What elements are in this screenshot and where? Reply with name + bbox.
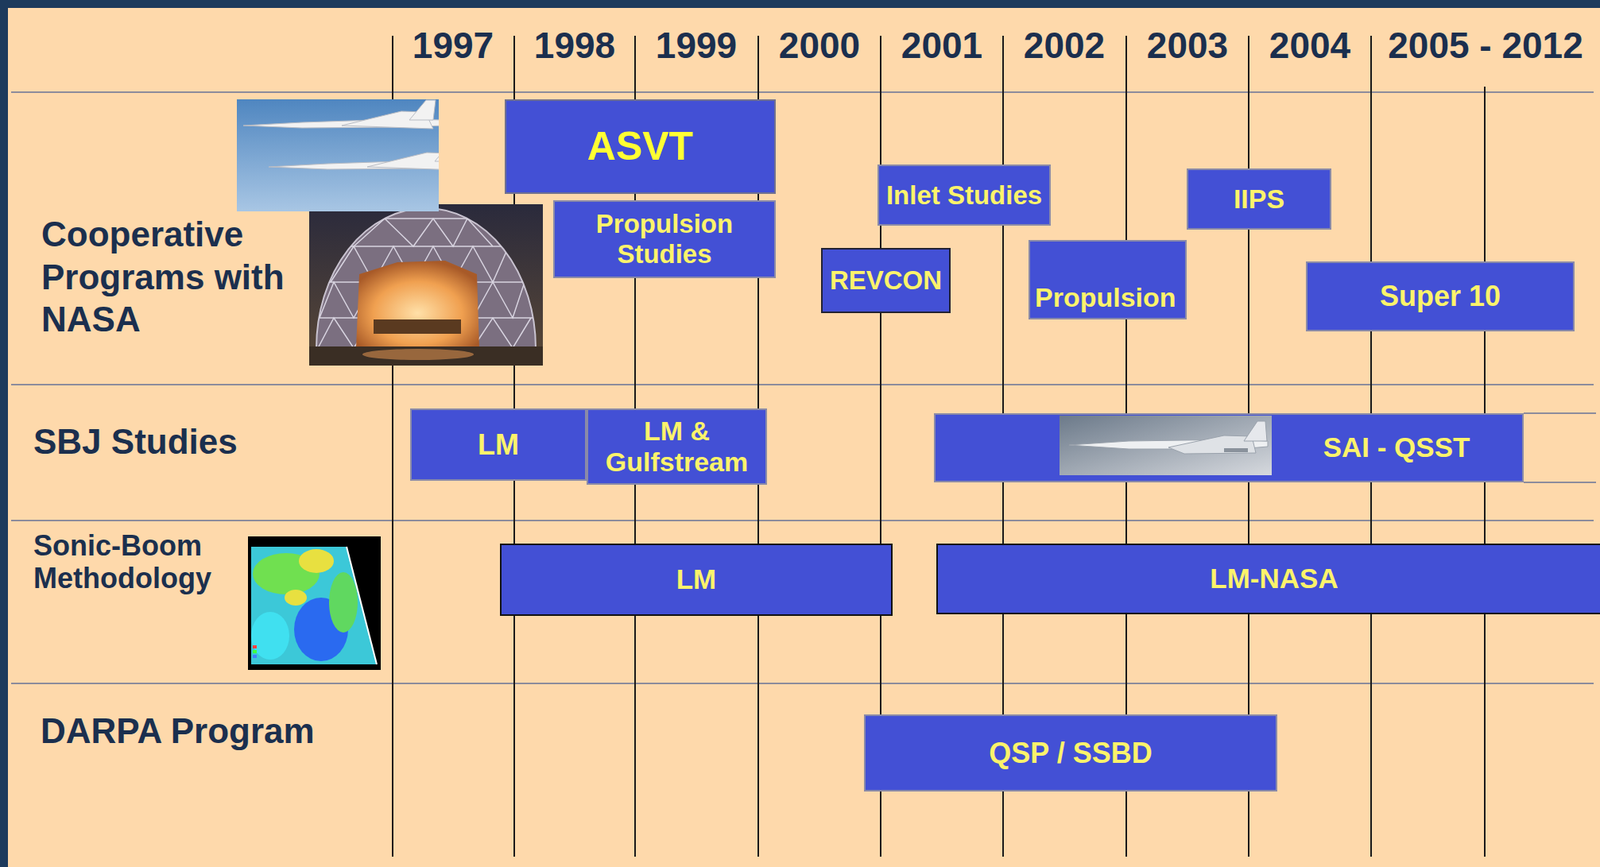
plot-color — [298, 549, 334, 574]
row-separator — [11, 682, 1594, 685]
dome-frame — [316, 218, 536, 349]
timeline-bar: LM — [410, 408, 587, 481]
bar-label: REVCON — [829, 265, 942, 296]
photo-sky — [236, 99, 439, 212]
jet — [243, 100, 439, 129]
chart-ground — [7, 7, 1600, 867]
jet-tail — [434, 141, 439, 162]
plane-tail — [1243, 421, 1267, 442]
dome-strut — [353, 218, 493, 247]
plot-edge — [346, 546, 377, 665]
timeline-bar: QSP / SSBD — [863, 714, 1278, 792]
plane-wing — [1168, 435, 1256, 454]
photo-ground — [309, 204, 543, 366]
dome-opening — [356, 260, 480, 349]
jet-wing — [367, 152, 439, 171]
jet — [268, 141, 439, 171]
bar-label: LM — [477, 428, 520, 462]
row-separator — [11, 91, 1594, 93]
plot-key — [252, 645, 257, 649]
timeline-bar: LM-NASA — [936, 543, 1600, 615]
bar-label: Propulsion — [1034, 282, 1177, 314]
dome-strut — [316, 245, 536, 248]
timeline-bar: REVCON — [821, 247, 951, 314]
dome-photo — [309, 204, 543, 366]
year-label: 2003 — [1076, 23, 1299, 68]
timeline-bar: Super 10 — [1305, 261, 1575, 332]
render-ground — [1059, 415, 1272, 476]
row-separator — [1523, 481, 1597, 484]
row-separator — [11, 519, 1594, 522]
dome-shell — [316, 208, 536, 349]
bar-label: LM-NASA — [1209, 562, 1338, 595]
bar-label: IIPS — [1233, 183, 1285, 215]
plot-color — [251, 612, 290, 660]
jet-tail — [409, 100, 436, 121]
year-label: 2002 — [953, 23, 1176, 68]
year-label: 2004 — [1198, 23, 1422, 68]
timeline-bar: LM & Gulfstream — [586, 408, 768, 485]
plot-ground — [247, 536, 381, 671]
bar-label: SAI - QSST — [1323, 431, 1471, 464]
timeline-bar: SAI - QSST — [933, 413, 1524, 483]
timeline-bar: IIPS — [1186, 168, 1332, 230]
plane-fuselage — [1069, 439, 1268, 450]
plane-engine — [1224, 448, 1248, 453]
row-label: Sonic-Boom Methodology — [33, 529, 237, 595]
year-label: 2001 — [830, 23, 1054, 68]
row-separator — [1523, 412, 1597, 415]
bar-label: ASVT — [587, 123, 694, 171]
bar-label: QSP / SSBD — [988, 736, 1152, 770]
plot-color — [247, 536, 381, 671]
timeline-bar: Propulsion — [1028, 240, 1187, 320]
year-label: 2000 — [708, 23, 931, 68]
year-label: 2005 - 2012 — [1374, 23, 1597, 68]
jets-photo — [236, 99, 471, 212]
plot-color — [329, 572, 358, 633]
bar-label: Super 10 — [1379, 279, 1501, 313]
row-label: Cooperative Programs with NASA — [41, 213, 312, 341]
timeline-bar: Inlet Studies — [877, 164, 1051, 226]
year-label: 1998 — [463, 23, 686, 68]
dome-table — [373, 319, 462, 334]
year-label: 1997 — [341, 23, 565, 68]
jets — [243, 100, 439, 171]
timeline-bar: ASVT — [504, 99, 776, 194]
dome-strut — [316, 217, 536, 220]
timeline-bar: LM — [499, 543, 893, 616]
qsst-render — [1059, 415, 1272, 476]
sonic-boom-plot — [247, 536, 381, 671]
plot-field — [247, 536, 381, 671]
plot-key — [252, 650, 257, 654]
plot-color — [284, 589, 307, 606]
year-label: 1999 — [584, 23, 808, 68]
row-label: SBJ Studies — [33, 420, 296, 464]
bar-label: LM — [676, 563, 717, 596]
bar-label: LM & Gulfstream — [594, 415, 760, 478]
dome-floor — [309, 346, 543, 366]
bar-label: Inlet Studies — [886, 180, 1043, 211]
floor-light — [362, 348, 474, 361]
plot-key — [252, 654, 257, 659]
row-separator — [11, 383, 1594, 386]
row-label: DARPA Program — [40, 709, 375, 753]
timeline-bar: Propulsion Studies — [553, 200, 776, 279]
bar-label: Propulsion Studies — [561, 209, 768, 270]
